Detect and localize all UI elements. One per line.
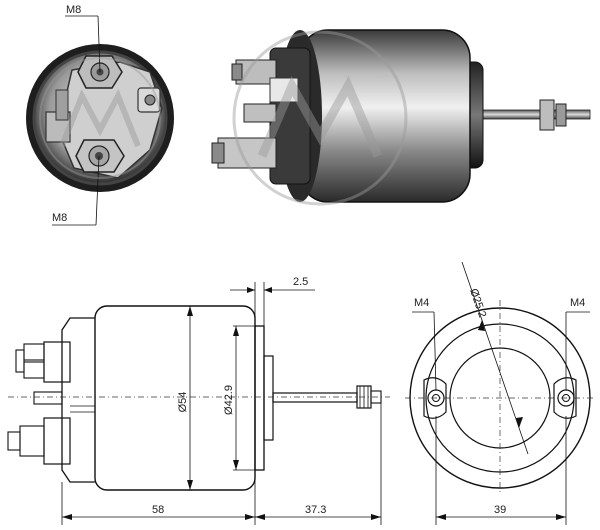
outer-diameter-label: Ø54 <box>177 392 189 413</box>
drawing-side-view <box>7 305 390 491</box>
front-top-thread-label: M8 <box>66 4 81 16</box>
front-bottom-thread-callout: M8 <box>52 155 100 226</box>
mount-spacing-label: 39 <box>494 504 506 516</box>
bolt-circle-label: Ø25.2 <box>467 287 488 319</box>
length-dimensions: 58 37.3 <box>61 403 382 525</box>
mount-spacing-dimension: 39 <box>435 416 567 525</box>
plunger-length-label: 37.3 <box>305 504 326 516</box>
brand-logo-icon <box>39 30 408 206</box>
flange-thickness-dimension: 2.5 <box>230 276 315 326</box>
right-mount-thread-callout: M4 <box>565 297 590 390</box>
body-length-label: 58 <box>152 504 164 516</box>
inner-diameter-label: Ø42.9 <box>223 385 235 415</box>
photo-front-view <box>26 44 174 192</box>
outer-diameter-dimension: Ø54 <box>177 306 193 490</box>
left-mount-thread-label: M4 <box>414 297 429 309</box>
right-mount-thread-label: M4 <box>570 297 585 309</box>
front-top-thread-callout: M8 <box>65 4 101 73</box>
bolt-circle-dimension: Ø25.2 <box>461 261 529 455</box>
flange-thickness-label: 2.5 <box>293 276 308 288</box>
photo-side-view <box>211 29 591 203</box>
left-mount-thread-callout: M4 <box>412 297 437 391</box>
inner-diameter-dimension: Ø42.9 <box>223 325 255 471</box>
drawing-end-view <box>405 300 595 492</box>
front-bottom-thread-label: M8 <box>52 212 67 224</box>
bottom-stud-icon <box>75 139 125 173</box>
